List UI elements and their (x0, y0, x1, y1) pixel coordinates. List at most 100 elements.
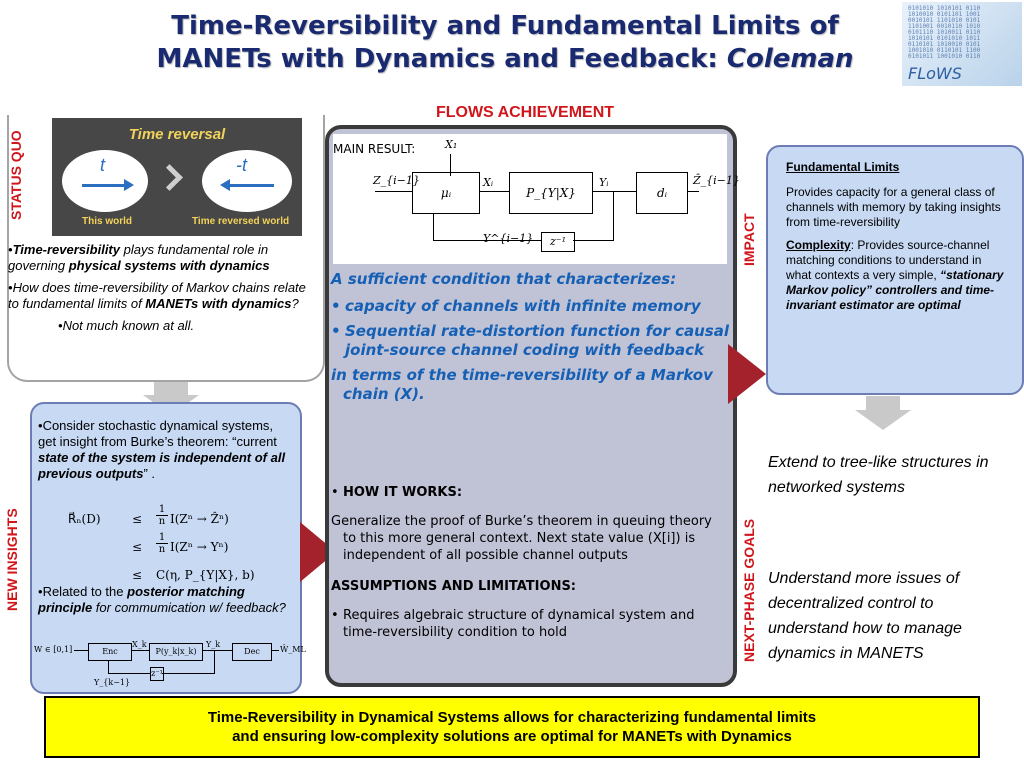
diag-yi-label: Yᵢ (599, 176, 609, 189)
sufficient-condition-text: A sufficient condition that characterize… (331, 270, 677, 288)
title-line-1: Time-Reversibility and Fundamental Limit… (171, 11, 839, 41)
fb-line-down (214, 651, 215, 673)
fb-line-up (108, 660, 109, 674)
rate-distortion-text: Sequential rate-distortion function for … (345, 322, 729, 359)
eq-lhs: R⃗ₙ(D) (68, 512, 101, 526)
status-b2-end: ? (291, 296, 299, 311)
fb-channel-block: P(y_k|x_k) (149, 643, 203, 661)
fb-line-4 (271, 650, 279, 651)
bullet-dot-2: • (331, 322, 341, 340)
status-b1-text: plays fundamental role in governing (8, 242, 269, 273)
backward-arrow-shaft (230, 184, 274, 187)
fb-input-label: W ∈ [0,1] (34, 645, 73, 654)
main-result-label: MAIN RESULT: (333, 142, 416, 156)
diag-x1-line (450, 154, 451, 176)
diag-line-x (479, 191, 509, 192)
diag-line-y (592, 191, 636, 192)
impact-label: IMPACT (741, 213, 757, 267)
requires-text: Requires algebraic structure of dynamica… (343, 608, 695, 640)
rate-distortion-bullet: •Sequential rate-distortion function for… (331, 322, 729, 360)
summary-line-1: Time-Reversibility in Dynamical Systems … (207, 709, 817, 726)
title-line-2: MANETs with Dynamics and Feedback: Colem… (70, 43, 940, 76)
new-insights-bullet-1: •Consider stochastic dynamical systems, … (38, 418, 286, 481)
diag-d-block: dᵢ (636, 172, 688, 214)
diag-mu-block: μᵢ (412, 172, 480, 214)
impact-arrow-icon (728, 344, 766, 404)
diag-line-out (687, 191, 699, 192)
eq-rhs-1: I(Zⁿ → Ẑⁿ) (170, 512, 229, 526)
flows-logo: 0101010 1010101 0110 1010010 0101101 100… (902, 2, 1022, 86)
fb-xk-label: X_k (132, 640, 147, 649)
new-insights-panel (30, 402, 302, 694)
next-phase-goals-label: NEXT-PHASE GOALS (741, 518, 757, 662)
status-bullet-2: •How does time-reversibility of Markov c… (8, 280, 306, 311)
bullet-dot-1: • (331, 297, 341, 315)
capacity-text: capacity of channels with infinite memor… (345, 297, 701, 315)
time-reversed-world-label: Time reversed world (192, 216, 290, 227)
time-symbol: t (100, 155, 106, 175)
eq-leq-1: ≤ (132, 512, 143, 526)
fb-line-back-2 (108, 673, 150, 674)
diag-z-out-label: Ẑ_{i−1} (693, 174, 740, 187)
eq-frac-2-den: n (156, 543, 168, 555)
status-b3-text: Not much known at all. (62, 318, 195, 333)
diag-line-down (613, 191, 614, 241)
fb-line-3 (202, 650, 232, 651)
fb-line-back (162, 673, 215, 674)
logo-binary-pattern: 0101010 1010101 0110 1010010 0101101 100… (908, 5, 981, 60)
complexity-emphasis: “stationary Markov policy” controllers a… (786, 268, 1004, 312)
how-it-works-label: HOW IT WORKS: (343, 485, 463, 500)
reversed-time-symbol: -t (236, 155, 247, 175)
summary-banner: Time-Reversibility in Dynamical Systems … (44, 696, 980, 758)
insight-b1-end: ” . (143, 466, 156, 481)
diag-z-in-label: Z_{i−1} (373, 174, 420, 187)
backward-arrow-head-icon (220, 179, 230, 191)
complexity-title: Complexity (786, 238, 851, 252)
assumptions-heading: ASSUMPTIONS AND LIMITATIONS: (331, 579, 577, 594)
summary-line-2: and ensuring low-complexity solutions ar… (232, 728, 792, 745)
insight-b1-emph: state of the system is independent of al… (38, 450, 286, 481)
reversed-world-ellipse: -t (202, 150, 292, 212)
forward-arrow-head-icon (124, 179, 134, 191)
fb-line-2 (131, 650, 149, 651)
next-arrow-shaft (866, 396, 900, 412)
eq-frac-2-num: 1 (158, 532, 166, 543)
impact-panel (766, 145, 1024, 395)
eq-leq-3: ≤ (132, 568, 143, 582)
status-bullet-1: •Time-reversibility plays fundamental ro… (8, 242, 270, 273)
complexity-paragraph: Complexity: Provides source-channel matc… (786, 238, 1008, 313)
status-quo-text: •Time-reversibility plays fundamental ro… (8, 242, 320, 334)
time-reversal-caption: Time reversal (128, 126, 226, 143)
diag-channel-block: P_{Y|X} (509, 172, 593, 214)
diag-line-up (433, 213, 434, 241)
fb-dec-block: Dec (232, 643, 272, 661)
fb-yk-label: Y_k (206, 640, 221, 649)
title-author: Coleman (726, 44, 854, 74)
next-goal-1: Extend to tree-like structures in networ… (768, 454, 989, 496)
eq-rhs-3: C(η, P_{Y|X}, b) (156, 568, 255, 582)
main-result-text: A sufficient condition that characterize… (331, 270, 729, 404)
this-world-label: This world (82, 216, 132, 227)
feedback-coding-diagram: W ∈ [0,1] Enc X_k P(y_k|x_k) Y_k Dec Ŵ_M… (34, 640, 306, 690)
diag-x1-label: X₁ (445, 138, 458, 151)
fundamental-limits-text: Provides capacity for a general class of… (786, 185, 1001, 229)
next-arrow-icon (855, 410, 911, 430)
generalize-text: Generalize the proof of Burke’s theorem … (331, 514, 712, 563)
eq-rhs-2: I(Zⁿ → Yⁿ) (170, 540, 229, 554)
how-it-works-heading: •HOW IT WORKS: (331, 484, 729, 501)
impact-text: Fundamental Limits Provides capacity for… (786, 160, 1008, 313)
diag-line-z (375, 191, 412, 192)
time-reversal-image: Time reversal t -t This world Time rever… (52, 118, 302, 236)
chevron-right-icon (156, 164, 183, 191)
page-title: Time-Reversibility and Fundamental Limit… (70, 10, 940, 76)
fb-line-1 (74, 650, 88, 651)
fb-enc-block: Enc (88, 643, 132, 661)
how-it-works-section: •HOW IT WORKS: Generalize the proof of B… (331, 484, 729, 641)
capacity-bullet: • capacity of channels with infinite mem… (331, 297, 729, 316)
flows-achievement-heading: FLOWS ACHIEVEMENT (435, 104, 615, 121)
insight-b2-emph: posterior matching principle (38, 584, 245, 615)
diag-line-fb-2 (433, 240, 541, 241)
